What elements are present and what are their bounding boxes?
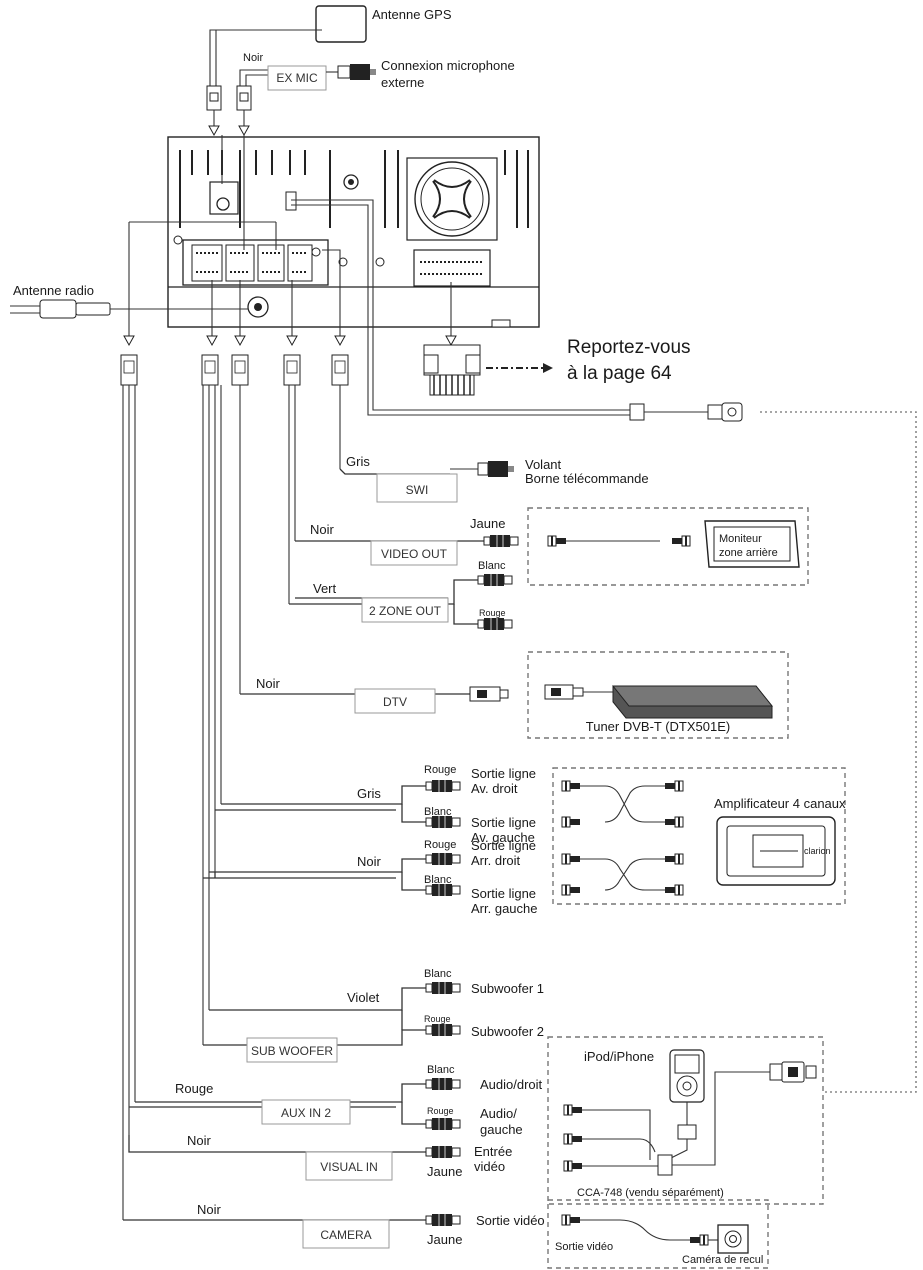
- front-right-label-2: Av. droit: [471, 781, 518, 796]
- zone2-box-label: 2 ZONE OUT: [369, 604, 442, 618]
- sub1-label: Subwoofer 1: [471, 981, 544, 996]
- camera-box-label: CAMERA: [320, 1228, 371, 1242]
- aux-right-label: Audio/droit: [480, 1077, 543, 1092]
- rear-left-label-1: Sortie ligne: [471, 886, 536, 901]
- ex-mic-description-2: externe: [381, 75, 424, 90]
- visual-in-branch: [128, 1135, 461, 1181]
- aux-box-label: AUX IN 2: [281, 1106, 331, 1120]
- visual-box-label: VISUAL IN: [320, 1160, 378, 1174]
- front-white-label: Blanc: [424, 806, 452, 818]
- ipod-label: iPod/iPhone: [584, 1049, 654, 1064]
- dtv-branch: [240, 686, 509, 714]
- cooling-fan: [406, 157, 498, 241]
- rear-left-label-2: Arr. gauche: [471, 901, 538, 916]
- usb-dotted-link: [760, 411, 917, 1093]
- camera-out-label-2: Sortie vidéo: [555, 1241, 613, 1253]
- vertical-cables: [122, 385, 341, 1220]
- sub2-label: Subwoofer 2: [471, 1024, 544, 1039]
- video-out-wire-label: Noir: [310, 522, 335, 537]
- front-line-out-branch: [215, 779, 461, 829]
- gps-antenna: [206, 5, 367, 184]
- rear-line-out-branch: [203, 852, 461, 897]
- front-right-label-1: Sortie ligne: [471, 766, 536, 781]
- sub-wire-label: Violet: [347, 990, 380, 1005]
- amplifier-box: [552, 767, 846, 905]
- ex-mic-connection: [236, 64, 376, 250]
- camera-wire-label: Noir: [197, 1202, 222, 1217]
- visual-description-1: Entrée: [474, 1144, 512, 1159]
- rear-wire-label: Noir: [357, 854, 382, 869]
- subwoofer-branch: [203, 981, 461, 1063]
- swi-branch: [339, 461, 514, 503]
- refer-page-line1: Reportez-vous: [567, 337, 691, 358]
- rear-right-label-1: Sortie ligne: [471, 838, 536, 853]
- aux-white-label: Blanc: [427, 1064, 455, 1076]
- camera-branch: [123, 1213, 461, 1249]
- zone2-out-branch: [289, 573, 513, 631]
- camera-color-label: Jaune: [427, 1232, 462, 1247]
- aux-left-label-2: gauche: [480, 1122, 523, 1137]
- ex-mic-box-label: EX MIC: [276, 71, 318, 85]
- gps-antenna-label: Antenne GPS: [372, 7, 452, 22]
- heat-fins: [179, 150, 529, 228]
- swi-description-2: Borne télécommande: [525, 471, 649, 486]
- video-out-color-label: Jaune: [470, 516, 505, 531]
- radio-antenna-label: Antenne radio: [13, 283, 94, 298]
- sub-red-label: Rouge: [424, 1014, 451, 1024]
- dtv-tuner-box: [527, 651, 789, 739]
- cca-label: CCA-748 (vendu séparément): [577, 1187, 724, 1199]
- swi-description-1: Volant: [525, 457, 562, 472]
- visual-wire-label: Noir: [187, 1133, 212, 1148]
- aux-red-label: Rouge: [427, 1106, 454, 1116]
- front-red-label: Rouge: [424, 764, 456, 776]
- video-out-box-label: VIDEO OUT: [381, 547, 448, 561]
- camera-device-label: Caméra de recul: [682, 1254, 763, 1266]
- front-wire-label: Gris: [357, 786, 381, 801]
- swi-wire-label: Gris: [346, 454, 370, 469]
- amplifier-brand: clarion: [804, 846, 831, 856]
- connector-blocks: [191, 244, 313, 282]
- refer-page-line2: à la page 64: [567, 363, 672, 384]
- front-left-label-2: Av. gauche: [471, 830, 535, 845]
- zone2-red-label: Rouge: [479, 608, 506, 618]
- aux-left-label-1: Audio/: [480, 1106, 517, 1121]
- zone2-white-label: Blanc: [478, 560, 506, 572]
- aux-wire-label: Rouge: [175, 1081, 213, 1096]
- radio-antenna: [10, 299, 248, 319]
- front-left-label-1: Sortie ligne: [471, 815, 536, 830]
- rear-white-label: Blanc: [424, 874, 452, 886]
- dtv-wire-label: Noir: [256, 676, 281, 691]
- video-out-branch: [295, 534, 519, 566]
- amplifier-label: Amplificateur 4 canaux: [714, 796, 846, 811]
- rear-red-label: Rouge: [424, 839, 456, 851]
- head-unit: [167, 136, 540, 328]
- iso-connector: [423, 344, 553, 396]
- rear-monitor-label-1: Moniteur: [719, 533, 762, 545]
- swi-box-label: SWI: [406, 483, 429, 497]
- sub-white-label: Blanc: [424, 968, 452, 980]
- visual-description-2: vidéo: [474, 1159, 505, 1174]
- dtv-tuner-label: Tuner DVB-T (DTX501E): [586, 719, 731, 734]
- camera-box: [547, 1199, 769, 1269]
- rear-monitor-label-2: zone arrière: [719, 547, 778, 559]
- rear-right-label-2: Arr. droit: [471, 853, 521, 868]
- sub-box-label: SUB WOOFER: [251, 1044, 333, 1058]
- dtv-box-label: DTV: [383, 695, 407, 709]
- camera-out-label: Sortie vidéo: [476, 1213, 545, 1228]
- ex-mic-wire-label: Noir: [243, 52, 264, 64]
- harness-connectors: [120, 221, 457, 386]
- aux-in-branch: [129, 1077, 461, 1131]
- rear-monitor-box: [527, 507, 809, 586]
- visual-color-label: Jaune: [427, 1164, 462, 1179]
- ipod-box: [547, 1036, 824, 1205]
- ex-mic-description-1: Connexion microphone: [381, 58, 515, 73]
- zone2-wire-label: Vert: [313, 581, 337, 596]
